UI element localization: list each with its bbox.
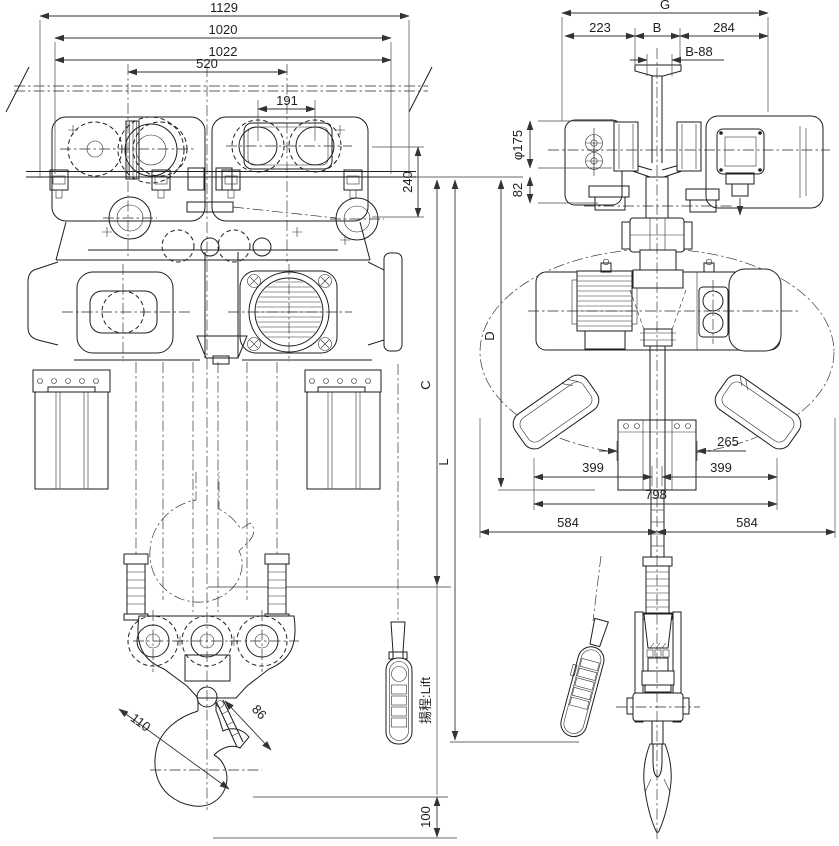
hoist-motor-right: [239, 270, 338, 354]
control-box: [698, 286, 729, 338]
pendant-lift-label: 揚程:Lift: [418, 677, 433, 724]
hook-front: [154, 699, 250, 807]
load-chains-front: [135, 362, 278, 612]
pendant-button: [391, 666, 407, 682]
dim-584-right-label: 584: [736, 515, 758, 530]
chain-bag-side-left: [512, 374, 600, 450]
trolley-front: [49, 116, 379, 241]
chain-anchor-tubes: [123, 553, 290, 621]
trolley-wheel-side: [613, 121, 639, 172]
reference-lines: [208, 176, 579, 839]
flange-bracket: [221, 169, 241, 191]
hook-raised-phantom: [149, 472, 255, 603]
side-dimensions: G 223 B 284 B-88 φ175 82 D 265: [479, 0, 836, 538]
dim-399-right-label: 399: [710, 460, 732, 475]
dim-100-label: 100: [418, 806, 433, 828]
dim-584-left-label: 584: [557, 515, 579, 530]
dim-d-label: D: [482, 331, 497, 340]
runway-beam-front: [5, 66, 433, 178]
suspension-hanger: [187, 167, 205, 191]
dim-191-label: 191: [276, 93, 298, 108]
pendant-button: [391, 684, 407, 695]
chain-guide-funnel: [196, 335, 248, 359]
hook-side-profile: [643, 743, 672, 833]
hoist-motor-left: [76, 271, 174, 354]
dim-284-label: 284: [713, 20, 735, 35]
traverse-drive: [125, 120, 140, 180]
break-line-left: [5, 66, 30, 113]
body-wing-right: [383, 252, 403, 352]
hook-block-side: [626, 556, 690, 833]
dim-l-label: L: [436, 458, 451, 465]
hoist-body-side: [535, 249, 782, 352]
centerlines-side: [528, 48, 830, 841]
dim-798-label: 798: [645, 487, 667, 502]
dim-g-label: G: [660, 0, 670, 12]
chain-bag-right: [304, 369, 382, 490]
gear-sprocket: [161, 229, 195, 263]
flange-bracket: [151, 169, 171, 191]
dim-c-label: C: [418, 380, 433, 389]
dim-phi175-label: φ175: [510, 130, 525, 160]
dim-265-label: 265: [717, 434, 739, 449]
front-dimensions: 1129 1020 1022 520 191 240 C L 100 110 8…: [39, 0, 459, 838]
dim-86-label: 86: [249, 702, 270, 723]
dim-1020-label: 1020: [209, 22, 238, 37]
dim-223-label: 223: [589, 20, 611, 35]
pendant-button: [391, 706, 407, 717]
dim-1129-label: 1129: [210, 0, 238, 15]
body-wing-left: [27, 261, 59, 346]
body-end-cap: [728, 268, 782, 352]
dim-1022-label: 1022: [209, 44, 238, 59]
gear-sprocket: [217, 229, 251, 263]
dim-b88-label: B-88: [685, 44, 712, 59]
pendant-control-side: [560, 555, 609, 738]
chain-bag-side-right: [714, 374, 802, 450]
pendant-button: [391, 695, 407, 706]
break-line-right: [408, 66, 433, 113]
pendant-button: [391, 717, 407, 728]
side-view: G 223 B 284 B-88 φ175 82 D 265: [479, 0, 836, 841]
suspension-hanger: [215, 167, 233, 191]
trolley-end-plate: [564, 119, 623, 206]
centerlines-front: [60, 64, 384, 810]
dim-399-left-label: 399: [582, 460, 604, 475]
pendant-control-front: 揚程:Lift: [385, 364, 433, 745]
nameplate: [184, 654, 231, 682]
trolley-side-plate-right: [211, 116, 369, 222]
chain-bag-left: [32, 369, 111, 490]
trolley-side: [564, 115, 824, 253]
chain-guide: [643, 328, 673, 347]
dim-b-label: B: [653, 20, 662, 35]
trolley-side-plate-left: [51, 116, 206, 222]
trolley-wheel-side: [676, 121, 702, 172]
dim-520-label: 520: [196, 56, 218, 71]
dim-240-label: 240: [400, 171, 415, 193]
hoist-body-front: [27, 124, 403, 365]
dim-82-label: 82: [510, 183, 525, 197]
front-view: 揚程:Lift: [5, 0, 579, 839]
